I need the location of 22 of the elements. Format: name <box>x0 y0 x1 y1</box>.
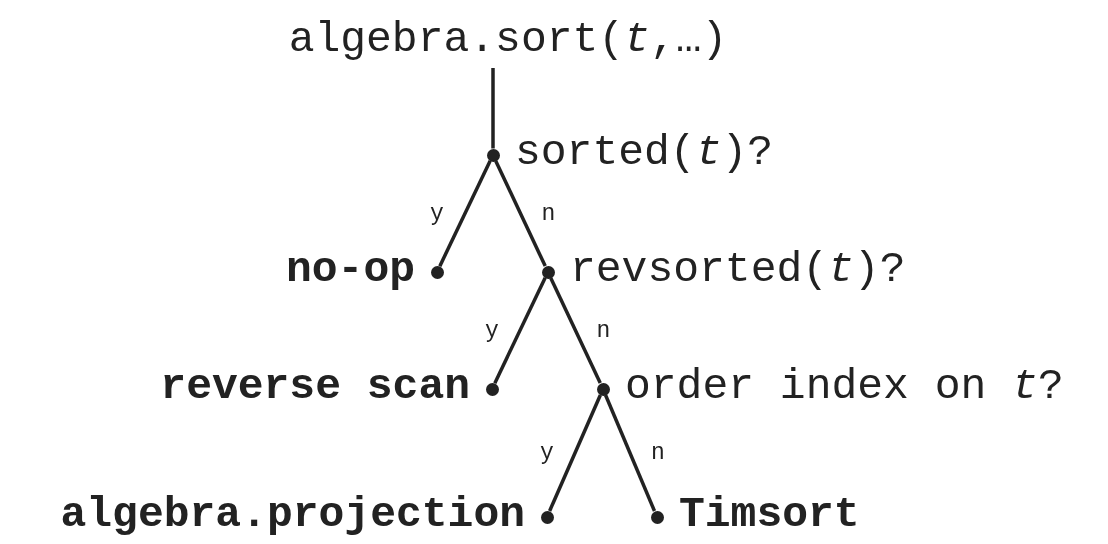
decision-dot <box>486 148 500 162</box>
root-call-text: algebra.sort(t,…) <box>288 14 728 66</box>
leaf-dot <box>485 382 499 396</box>
decision-dot <box>541 265 555 279</box>
decision-dot <box>596 382 610 396</box>
leaf-dot <box>430 265 444 279</box>
branch-line <box>493 277 547 384</box>
branch-line <box>438 160 492 267</box>
outcome-label: Timsort <box>679 490 860 540</box>
branch-line <box>549 277 602 384</box>
outcome-label: reverse scan <box>160 362 470 412</box>
leaf-dot <box>650 510 664 524</box>
leaf-dot <box>540 510 554 524</box>
condition-label: sorted(t)? <box>515 128 774 178</box>
outcome-label: algebra.projection <box>60 490 525 540</box>
outcome-label: no-op <box>285 245 415 295</box>
branch-line <box>491 68 495 149</box>
branch-line <box>603 394 657 512</box>
condition-label: order index on t? <box>625 362 1064 412</box>
branch-line <box>548 394 602 512</box>
condition-label: revsorted(t)? <box>570 245 906 295</box>
branch-line <box>494 160 547 267</box>
